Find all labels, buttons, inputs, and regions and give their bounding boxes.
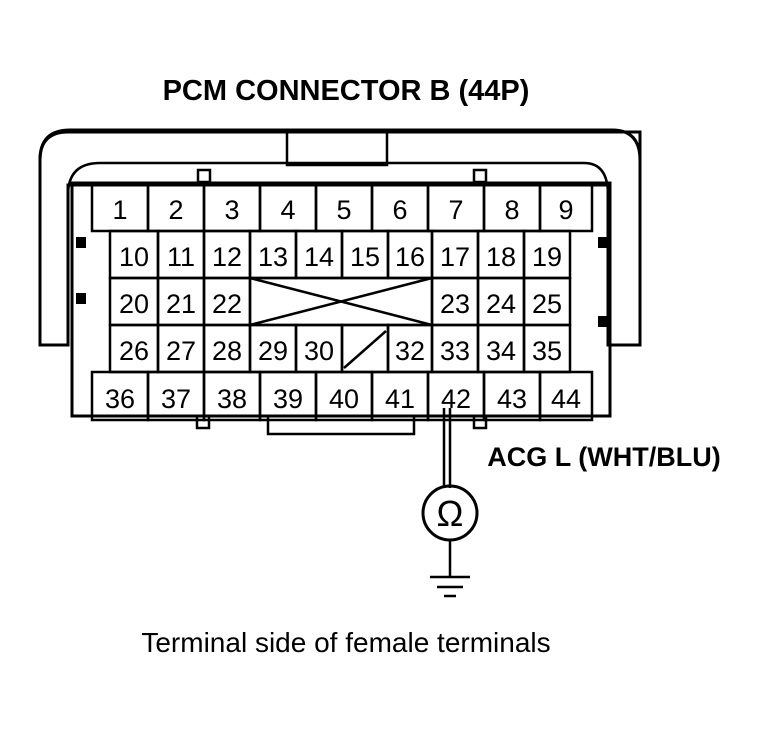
terminal-number: 38 (217, 384, 247, 414)
terminal-number: 44 (551, 384, 581, 414)
terminal-number: 37 (161, 384, 191, 414)
blank-cavity-cross (249, 276, 433, 327)
ohmmeter-symbol: Ω (437, 493, 464, 534)
terminal-number: 5 (336, 195, 351, 225)
terminal-number: 40 (329, 384, 359, 414)
terminal-number: 4 (280, 195, 295, 225)
terminal-number: 18 (486, 242, 516, 272)
terminal-number: 11 (167, 242, 195, 272)
terminal-number: 24 (486, 289, 516, 319)
terminal-number: 30 (304, 336, 334, 366)
blank-cavity-slash (343, 330, 387, 369)
terminal-number: 32 (395, 336, 425, 366)
terminal-number: 14 (304, 242, 334, 272)
terminal-number: 43 (497, 384, 527, 414)
terminal-number: 16 (395, 242, 425, 272)
terminal-number: 27 (166, 336, 196, 366)
terminal-number: 1 (112, 195, 127, 225)
terminal-number: 28 (212, 336, 242, 366)
terminal-number: 10 (119, 242, 149, 272)
ground-icon (430, 575, 470, 598)
connector-housing (38, 128, 642, 436)
terminal-number: 12 (212, 242, 242, 272)
terminal-number: 22 (212, 289, 242, 319)
terminal-number: 21 (166, 289, 196, 319)
terminal-number: 26 (119, 336, 149, 366)
terminal-number: 7 (448, 195, 463, 225)
terminal-number: 39 (273, 384, 303, 414)
terminal-number: 3 (224, 195, 239, 225)
wire-label: ACG L (WHT/BLU) (487, 442, 720, 472)
terminal-number: 25 (532, 289, 562, 319)
terminal-number: 35 (532, 336, 562, 366)
terminal-number: 34 (486, 336, 516, 366)
terminal-number: 33 (440, 336, 470, 366)
caption: Terminal side of female terminals (141, 627, 550, 658)
terminal-number: 6 (392, 195, 407, 225)
terminal-number: 9 (558, 195, 573, 225)
test-lead: Ω (421, 408, 479, 598)
terminal-number: 41 (385, 384, 415, 414)
terminal-number: 42 (441, 384, 471, 414)
terminal-number: 19 (532, 242, 562, 272)
terminal-number: 20 (119, 289, 149, 319)
terminal-cell (538, 370, 594, 422)
terminal-number: 29 (258, 336, 288, 366)
diagram-title: PCM CONNECTOR B (44P) (163, 75, 530, 107)
terminal-number: 15 (350, 242, 380, 272)
terminal-number: 17 (440, 242, 470, 272)
terminal-number: 8 (504, 195, 519, 225)
terminal-number: 2 (168, 195, 183, 225)
terminal-number: 13 (258, 242, 288, 272)
terminal-number: 23 (440, 289, 470, 319)
terminal-number: 36 (105, 384, 135, 414)
